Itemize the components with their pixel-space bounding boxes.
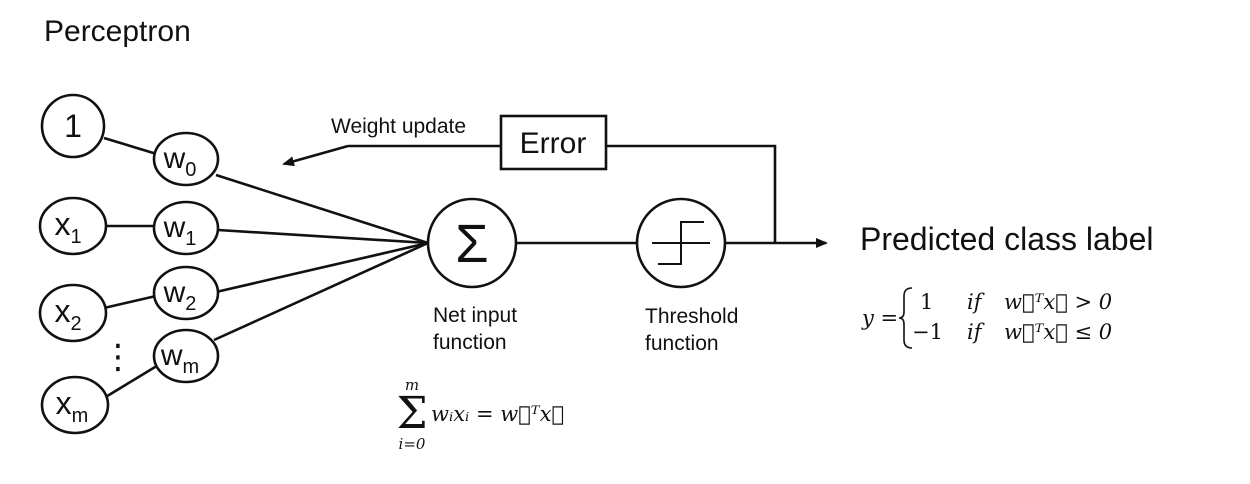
svg-text:Error: Error bbox=[520, 127, 587, 160]
svg-text:w2: w2 bbox=[163, 276, 197, 315]
sum-body: wᵢxᵢ = w⃗ᵀx⃗ bbox=[431, 402, 564, 426]
rule-case2-value: −1 bbox=[912, 320, 943, 344]
ellipsis-dots: ⋮ bbox=[101, 338, 135, 376]
edge-wm-sum bbox=[213, 241, 429, 342]
sum-upper-limit: m bbox=[405, 376, 419, 394]
svg-text:wm: wm bbox=[160, 339, 199, 378]
input-node-x1: x1 bbox=[38, 196, 108, 256]
weight-node-w2: w2 bbox=[152, 265, 220, 321]
weight-update-label: Weight update bbox=[331, 115, 466, 138]
sum-symbol: Σ bbox=[396, 388, 427, 439]
weight-node-w0: w0 bbox=[152, 131, 220, 187]
diagram-title: Perceptron bbox=[44, 15, 191, 48]
svg-text:x1: x1 bbox=[54, 206, 81, 248]
edge-w0-sum bbox=[215, 173, 429, 245]
weight-update-arrow bbox=[282, 144, 349, 167]
decision-rule: y = 1 if w⃗ᵀx⃗ > 0 −1 if w⃗ᵀx⃗ ≤ 0 bbox=[861, 287, 1112, 349]
rule-case2-expr: w⃗ᵀx⃗ ≤ 0 bbox=[1004, 320, 1112, 344]
edge-input-1-w0 bbox=[103, 136, 161, 157]
input-node-xm: xm bbox=[40, 375, 110, 435]
predicted-class-label: Predicted class label bbox=[860, 221, 1153, 257]
weight-node-wm: wm bbox=[152, 328, 220, 384]
edge-w2-sum bbox=[215, 241, 429, 294]
feedback-line bbox=[606, 144, 777, 243]
svg-text:x2: x2 bbox=[54, 293, 81, 335]
input-node-x2: x2 bbox=[38, 283, 108, 343]
net-input-label-line1: Net input bbox=[433, 304, 517, 327]
rule-brace bbox=[898, 287, 913, 349]
edge-x2-w2 bbox=[103, 294, 157, 310]
rule-case2-cond: if bbox=[967, 320, 985, 344]
sigma-icon: Σ bbox=[455, 214, 488, 274]
net-input-label-line2: function bbox=[433, 331, 507, 354]
net-input-sum-node: Σ bbox=[426, 197, 518, 289]
weight-node-w1: w1 bbox=[152, 200, 220, 256]
rule-case1-expr: w⃗ᵀx⃗ > 0 bbox=[1004, 290, 1112, 314]
svg-text:1: 1 bbox=[64, 108, 82, 144]
svg-text:w1: w1 bbox=[163, 211, 197, 250]
threshold-label-line1: Threshold bbox=[645, 305, 738, 328]
threshold-label-line2: function bbox=[645, 332, 719, 355]
sum-lower-limit: i=0 bbox=[399, 435, 426, 453]
error-box: Error bbox=[499, 114, 608, 171]
rule-lhs: y = bbox=[861, 306, 898, 330]
net-input-formula: m Σ i=0 wᵢxᵢ = w⃗ᵀx⃗ bbox=[396, 376, 564, 453]
svg-text:xm: xm bbox=[56, 385, 89, 427]
rule-case1-cond: if bbox=[967, 290, 985, 314]
input-node-bias: 1 bbox=[40, 93, 106, 159]
step-function-icon bbox=[652, 221, 710, 265]
threshold-node bbox=[635, 197, 727, 289]
rule-case1-value: 1 bbox=[920, 290, 933, 314]
edge-w1-sum bbox=[217, 228, 429, 245]
svg-text:w0: w0 bbox=[163, 142, 197, 181]
edge-xm-wm bbox=[103, 362, 161, 400]
